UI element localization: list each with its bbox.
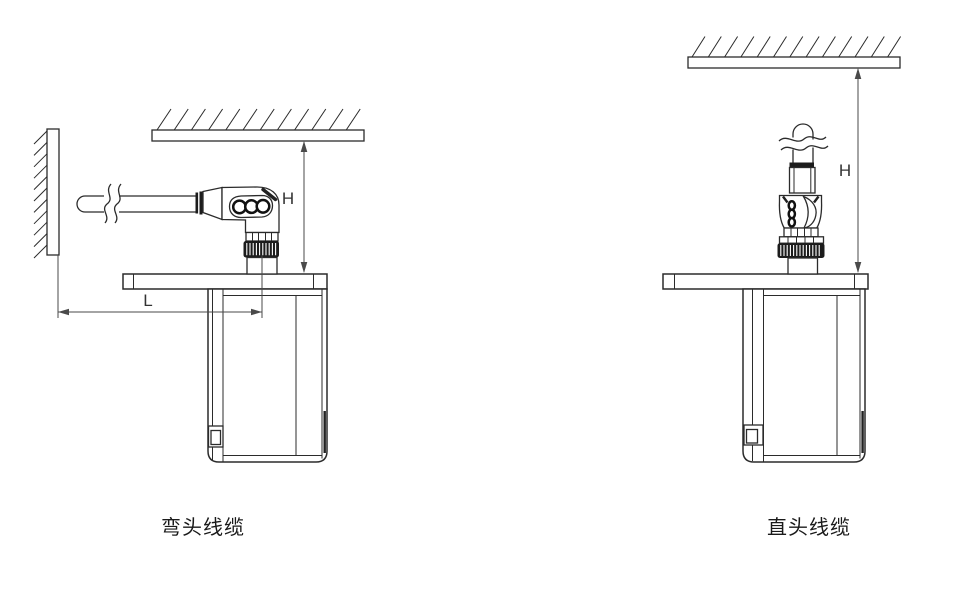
sensor-body-outline	[742, 288, 866, 463]
dimension-L: L	[57, 255, 262, 318]
dimension-L-label: L	[143, 291, 152, 310]
elbow-connector	[195, 186, 280, 318]
knurled-nut	[243, 241, 279, 258]
dimension-H-label: H	[839, 161, 851, 180]
left-caption: 弯头线缆	[161, 516, 245, 539]
sensor-body-right	[742, 288, 866, 463]
elbow-cable-diagram: H L	[33, 108, 365, 539]
ceiling-section-right	[687, 36, 902, 69]
straight-cable-diagram: H	[662, 36, 902, 539]
right-caption: 直头线缆	[767, 516, 851, 539]
coupling-collar	[245, 231, 279, 242]
cable-straight	[778, 123, 829, 163]
knurl-ridges	[780, 245, 820, 256]
straight-connector	[777, 162, 825, 275]
sensor-body-outline	[207, 288, 328, 463]
cable-ferrule	[195, 192, 199, 214]
arrow-down-icon	[300, 262, 308, 273]
arrow-right-icon	[251, 308, 262, 316]
arrow-left-icon	[58, 308, 69, 316]
mounting-stub	[787, 257, 819, 275]
coupling-collar	[783, 227, 819, 238]
cable-ferrule	[789, 162, 814, 168]
mounting-plate-left	[122, 273, 328, 290]
dimension-H-left: H	[282, 141, 308, 273]
strain-relief-cone	[202, 186, 223, 221]
cable-end-cap	[76, 195, 86, 213]
wall-face	[46, 128, 60, 256]
cable-elbow	[76, 183, 196, 224]
dimension-H-right: H	[839, 68, 862, 273]
knurl-ridges	[246, 243, 277, 256]
ceiling-hatch-lines	[691, 36, 902, 58]
sensor-body-left	[207, 288, 328, 463]
arrow-down-icon	[854, 262, 862, 273]
arrow-up-icon	[300, 141, 308, 152]
ceiling-hatch-lines	[156, 108, 361, 131]
ceiling-face	[687, 56, 901, 69]
cable-break-icon	[103, 183, 122, 224]
wall-section	[33, 128, 60, 259]
nut-top	[778, 236, 825, 244]
led-indicators-icon	[231, 198, 271, 215]
led-indicators-icon	[787, 200, 797, 228]
cable-break-icon	[778, 136, 829, 151]
cable-end-cap	[792, 123, 814, 135]
wall-hatch-lines	[33, 130, 48, 259]
mounting-plate-right	[662, 273, 869, 290]
ceiling-section-left	[151, 108, 365, 142]
ceiling-face	[151, 129, 365, 142]
dimension-H-label: H	[282, 189, 294, 208]
body-facet	[801, 195, 817, 229]
arrow-up-icon	[854, 68, 862, 79]
